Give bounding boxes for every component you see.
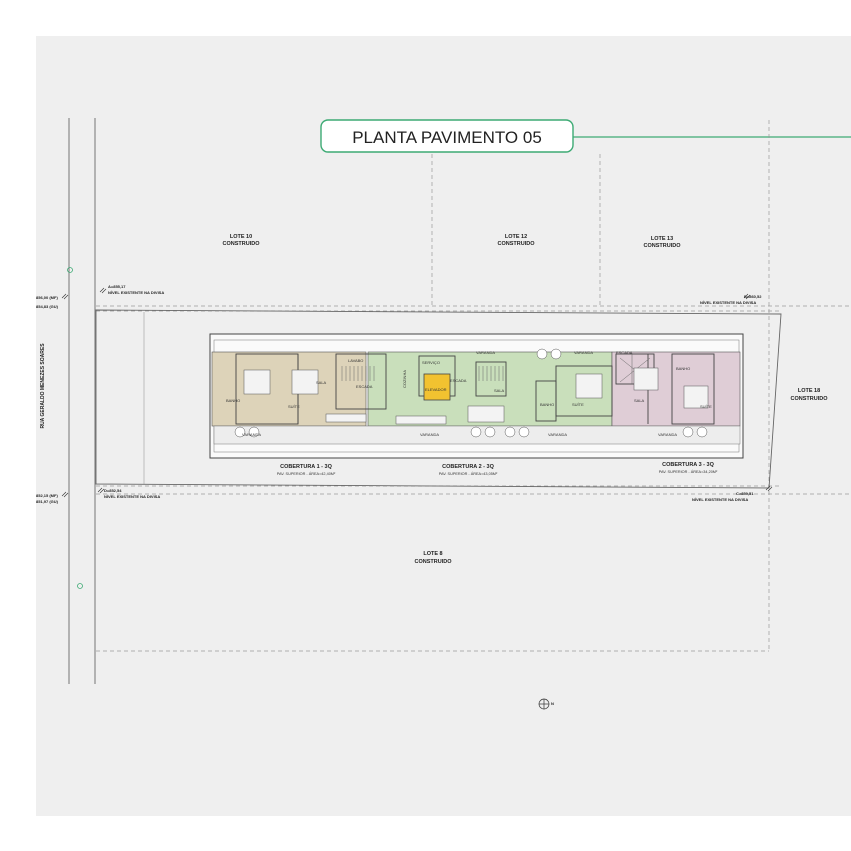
title-box — [320, 119, 574, 153]
lot-18-status: CONSTRUIDO — [791, 396, 829, 402]
room-label-banho: BANHO — [226, 398, 240, 403]
room-label-elevador: ELEVADOR — [425, 387, 447, 392]
unit-3-area: PAV. SUPERIOR - ÁREA=34,20M² — [659, 470, 718, 474]
north-arrow-icon — [538, 698, 550, 710]
site-outline — [95, 309, 782, 489]
room-label-escada: ESCADA — [450, 378, 467, 383]
level-left-top-1: 856,00 (MF) — [36, 295, 58, 300]
unit-1-area: PAV. SUPERIOR - ÁREA=42,40M² — [277, 472, 336, 476]
lot-13-status: CONSTRUIDO — [644, 243, 682, 249]
lot-12-name: LOTE 12 — [505, 234, 527, 240]
survey-point-icon — [77, 583, 83, 589]
furniture — [243, 367, 709, 425]
unit-3-title: COBERTURA 3 - 3Q — [662, 462, 714, 468]
north-label: N — [551, 701, 554, 706]
room-label-varanda: VARANDA — [574, 350, 593, 355]
room-label-sala: SALA — [634, 398, 645, 403]
lot-8-name: LOTE 8 — [423, 551, 442, 557]
room-label-varanda: VARANDA — [476, 350, 495, 355]
unit-2-area: PAV. SUPERIOR - ÁREA=43,05M² — [439, 472, 498, 476]
level-markers: A=855,17 NÍVEL EXISTENTE NA DIVISA B=860… — [36, 284, 762, 504]
lot-10-status: CONSTRUIDO — [223, 241, 261, 247]
room-label-escada: ESCADA — [616, 350, 633, 355]
room-label-banho: BANHO — [676, 366, 690, 371]
room-label-varanda: VARANDA — [420, 432, 439, 437]
room-label-suite: SUÍTE — [288, 404, 300, 409]
room-label-suite: SUÍTE — [700, 404, 712, 409]
room-label-varanda: VARANDA — [242, 432, 261, 437]
stair-unit-1 — [341, 366, 375, 381]
street-name: RUA GERALDO MENEZES SOARES — [40, 343, 46, 429]
unit-1-title: COBERTURA 1 - 3Q — [280, 464, 332, 470]
unit-1-area — [211, 351, 367, 427]
room-label-suite: SUÍTE — [572, 402, 584, 407]
lot-10-name: LOTE 10 — [230, 234, 252, 240]
room-label-varanda: VARANDA — [658, 432, 677, 437]
room-label-lavabo: LAVABO — [348, 358, 363, 363]
level-left-bot-1: 852,15 (MF) — [36, 493, 58, 498]
lot-8-status: CONSTRUIDO — [415, 559, 453, 565]
room-label-sala: SALA — [316, 380, 327, 385]
level-a-value: A=855,17 — [108, 284, 126, 289]
lot-18-name: LOTE 18 — [798, 388, 820, 394]
stair-unit-2 — [478, 366, 504, 381]
elevator-shaft — [423, 373, 451, 401]
level-a-note: NÍVEL EXISTENTE NA DIVISA — [108, 290, 164, 295]
room-label-sala: SALA — [494, 388, 505, 393]
level-left-bot-2: 851,97 (GU) — [36, 499, 59, 504]
unit-2-title: COBERTURA 2 - 3Q — [442, 464, 494, 470]
page-title: PLANTA PAVIMENTO 05 — [352, 128, 542, 147]
level-d-note: NÍVEL EXISTENTE NA DIVISA — [104, 494, 160, 499]
survey-point-icon — [67, 267, 73, 273]
balcony-furniture — [234, 348, 708, 438]
level-c-value: C=859,51 — [736, 491, 754, 496]
level-b-value: B=860,52 — [744, 294, 762, 299]
level-c-note: NÍVEL EXISTENTE NA DIVISA — [692, 497, 748, 502]
level-arrows — [61, 287, 773, 498]
room-labels: SUÍTE SALA ESCADA LAVABO BANHO VARANDA S… — [226, 350, 712, 437]
room-label-servico: SERVIÇO — [422, 360, 440, 365]
room-label-varanda: VARANDA — [548, 432, 567, 437]
level-d-value: D=852,54 — [104, 488, 122, 493]
lot-12-status: CONSTRUIDO — [498, 241, 536, 247]
level-left-top-2: 854,83 (GU) — [36, 304, 59, 309]
room-label-escada: ESCADA — [356, 384, 373, 389]
level-b-note: NÍVEL EXISTENTE NA DIVISA — [700, 300, 756, 305]
lot-13-name: LOTE 13 — [651, 236, 673, 242]
drawing-sheet: PLANTA PAVIMENTO 05 — [36, 36, 851, 816]
floor-plan-drawing: PLANTA PAVIMENTO 05 — [36, 118, 851, 710]
unit-3-area — [611, 351, 741, 427]
room-label-banho: BANHO — [540, 402, 554, 407]
room-label-cozinha: COZINHA — [402, 370, 407, 388]
